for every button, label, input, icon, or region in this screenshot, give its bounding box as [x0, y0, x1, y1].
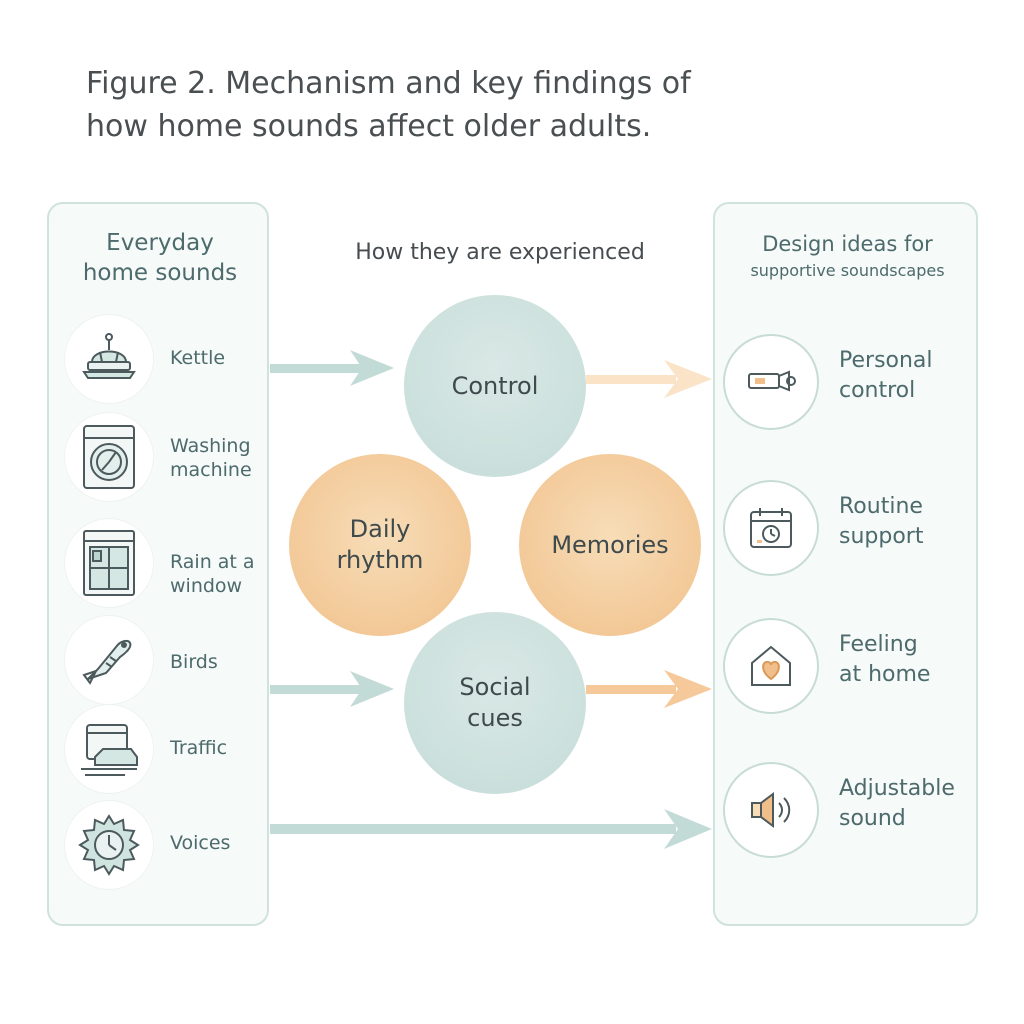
- bird-icon: [64, 615, 154, 705]
- circle-social-cues-label-line1: Social: [459, 673, 531, 701]
- rain-window-label: Rain at a window: [170, 550, 255, 598]
- figure-title: Figure 2. Mechanism and key findings of …: [86, 62, 846, 148]
- circle-memories-label: Memories: [551, 530, 669, 559]
- list-item-voices: Voices: [64, 800, 264, 890]
- rain-window-label-line2: window: [170, 575, 243, 597]
- home-heart-icon: [723, 618, 819, 714]
- circle-control-label: Control: [451, 371, 539, 400]
- washing-machine-icon: [64, 412, 154, 502]
- kettle-icon: [64, 314, 154, 404]
- birds-label: Birds: [170, 650, 218, 674]
- voices-label: Voices: [170, 831, 230, 855]
- birds-label-line1: Birds: [170, 651, 218, 673]
- feeling-at-home-label: Feeling at home: [839, 630, 930, 690]
- routine-support-label-line1: Routine: [839, 494, 923, 519]
- voices-label-line1: Voices: [170, 832, 231, 854]
- arrow-kettle-to-control: [270, 350, 394, 386]
- adjustable-sound-label: Adjustable sound: [839, 774, 955, 834]
- list-item-birds: Birds: [64, 615, 264, 705]
- rain-window-label-line1: Rain at a: [170, 551, 255, 573]
- traffic-icon: [64, 704, 154, 794]
- arrow-voices-to-adjustable: [270, 809, 712, 849]
- kettle-label-line1: Kettle: [170, 347, 226, 369]
- list-item-traffic: Traffic: [64, 704, 264, 794]
- feeling-at-home-label-line1: Feeling: [839, 632, 918, 657]
- routine-support-label-line2: support: [839, 524, 924, 549]
- circle-control: Control: [404, 295, 586, 477]
- voices-gear-icon: [64, 800, 154, 890]
- adjustable-sound-label-line2: sound: [839, 806, 906, 831]
- everyday-sounds-heading-line1: Everyday: [106, 230, 214, 256]
- arrow-birds-to-social: [270, 671, 394, 707]
- adjustable-sound-label-line1: Adjustable: [839, 776, 955, 801]
- design-item-adjustable-sound: Adjustable sound: [723, 762, 973, 862]
- list-item-kettle: Kettle: [64, 314, 264, 404]
- circle-memories: Memories: [519, 454, 701, 636]
- everyday-sounds-heading-line2: home sounds: [82, 260, 238, 286]
- design-ideas-heading-line2: supportive soundscapes: [750, 261, 945, 280]
- design-item-routine-support: Routine support: [723, 480, 973, 580]
- washing-machine-label-line2: machine: [170, 459, 252, 481]
- routine-support-label: Routine support: [839, 492, 923, 552]
- feeling-at-home-label-line2: at home: [839, 662, 931, 687]
- calendar-clock-icon: [723, 480, 819, 576]
- traffic-label-line1: Traffic: [170, 737, 228, 759]
- washing-machine-label-line1: Washing: [170, 435, 251, 457]
- design-item-personal-control: Personal control: [723, 334, 973, 434]
- traffic-label: Traffic: [170, 736, 227, 760]
- personal-control-label-line2: control: [839, 378, 916, 403]
- circle-social-cues: Social cues: [404, 612, 586, 794]
- personal-control-label: Personal control: [839, 346, 933, 406]
- figure-title-line2: how home sounds affect older adults.: [86, 109, 652, 144]
- circle-daily-rhythm-label-line2: rhythm: [336, 546, 424, 574]
- kettle-label: Kettle: [170, 346, 225, 370]
- circle-daily-rhythm: Daily rhythm: [289, 454, 471, 636]
- window-icon: [64, 518, 154, 608]
- personal-control-label-line1: Personal: [839, 348, 933, 373]
- arrow-control-to-personal: [586, 360, 712, 398]
- remote-control-icon: [723, 334, 819, 430]
- washing-machine-label: Washing machine: [170, 434, 252, 482]
- experience-heading: How they are experienced: [355, 240, 645, 265]
- design-ideas-heading-line1: Design ideas for: [762, 232, 933, 256]
- circle-daily-rhythm-label-line1: Daily: [349, 515, 411, 543]
- list-item-washing-machine: Washing machine: [64, 412, 264, 502]
- figure-title-line1: Figure 2. Mechanism and key findings of: [86, 66, 691, 101]
- arrow-social-to-home: [586, 670, 712, 708]
- everyday-sounds-heading: Everyday home sounds: [49, 228, 271, 288]
- speaker-icon: [723, 762, 819, 858]
- circle-social-cues-label-line2: cues: [467, 704, 523, 732]
- design-item-feeling-at-home: Feeling at home: [723, 618, 973, 718]
- design-ideas-heading: Design ideas for supportive soundscapes: [715, 230, 980, 284]
- list-item-rain-window: Rain at a window: [64, 518, 264, 608]
